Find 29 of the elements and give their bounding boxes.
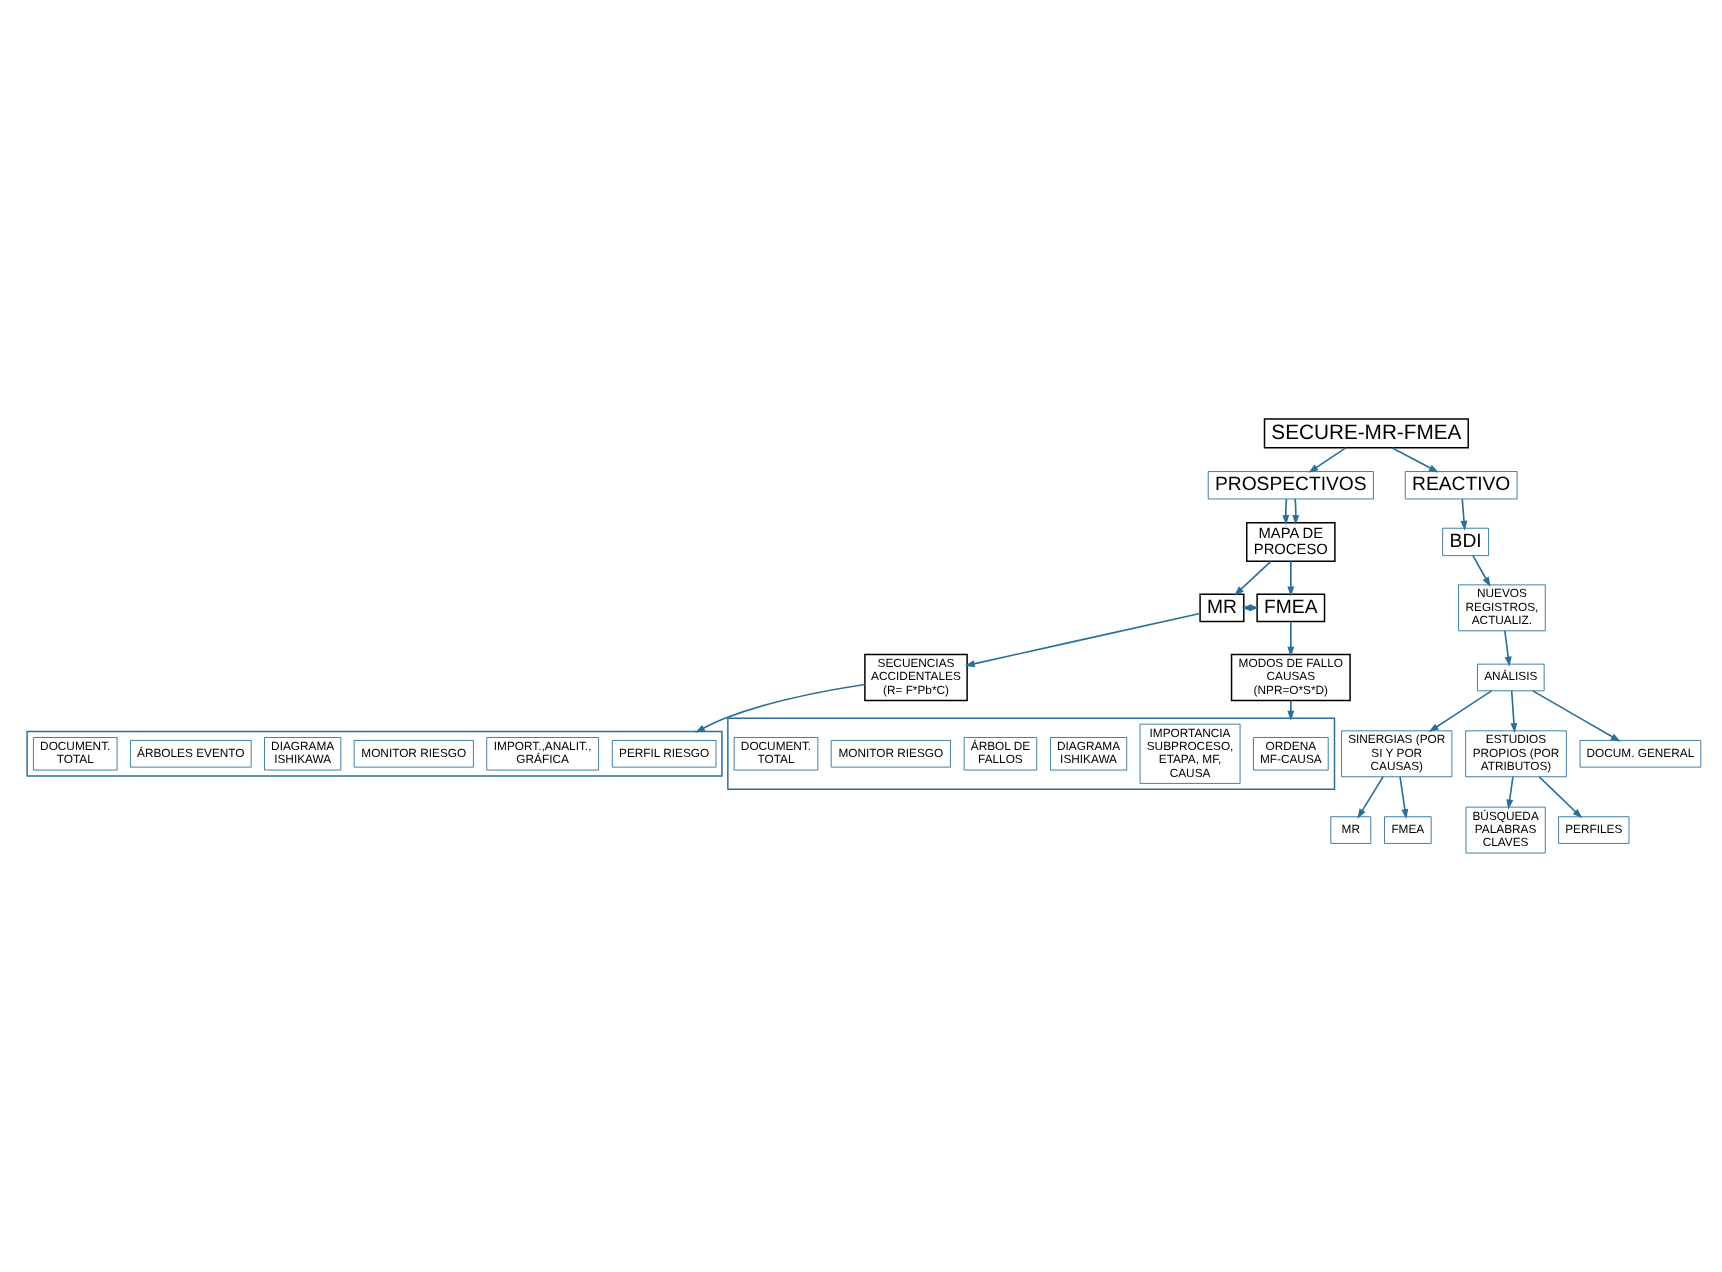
arrow xyxy=(1234,560,1272,596)
node-box: SECURE-MR-FMEA xyxy=(1263,418,1469,449)
node-box: PROSPECTIVOS xyxy=(1207,471,1374,500)
arrow xyxy=(1287,620,1295,657)
arrow xyxy=(1308,447,1347,473)
arrow xyxy=(1532,690,1621,742)
node-box: BDI xyxy=(1442,527,1490,557)
node-box: REACTIVO xyxy=(1404,471,1518,500)
arrow xyxy=(1357,775,1384,819)
cluster xyxy=(727,717,1336,791)
arrow xyxy=(964,612,1201,668)
arrow xyxy=(1287,560,1295,597)
arrow xyxy=(1472,554,1491,587)
arrow xyxy=(1292,498,1300,526)
cluster xyxy=(26,730,723,777)
node-box: FMEA xyxy=(1256,593,1326,623)
arrow xyxy=(1282,498,1290,526)
arrow xyxy=(1391,447,1439,473)
node-box: MAPA DE PROCESO xyxy=(1246,521,1336,562)
arrow xyxy=(1399,775,1409,820)
arrow xyxy=(1287,699,1295,721)
arrow xyxy=(1460,498,1468,531)
arrow xyxy=(1504,630,1512,667)
arrow xyxy=(1428,690,1493,733)
arrow xyxy=(1510,690,1518,734)
node-box: MR xyxy=(1199,593,1245,623)
arrow xyxy=(1506,775,1514,810)
arrow xyxy=(695,683,866,733)
arrow xyxy=(1538,775,1583,819)
